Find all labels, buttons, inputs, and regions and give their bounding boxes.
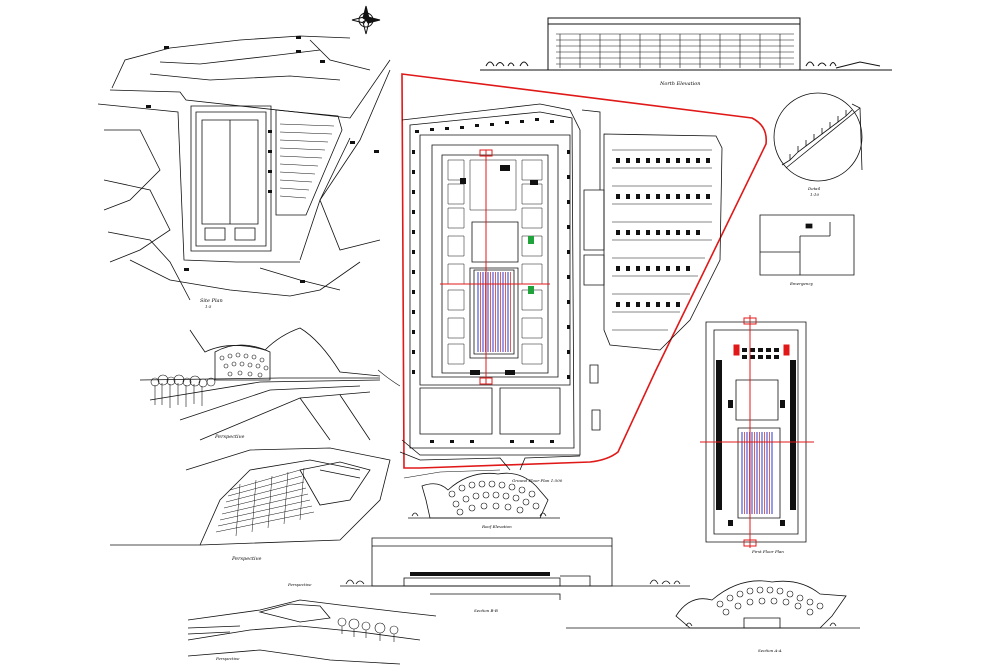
pool-lanes [474,270,514,354]
perspective-1-drawing [140,328,380,440]
north-elevation-drawing [480,18,892,70]
section-markers-first [700,315,814,548]
perspective-4-drawing [188,600,436,664]
perspective-1-caption: Perspective [214,434,244,440]
perspective-2-caption: Perspective [231,556,261,562]
detail-caption: Detail [807,186,821,191]
north-arrow-icon [352,6,380,34]
green-markers [528,236,534,294]
section-aa-drawing [566,581,860,628]
emergency-plan-drawing [760,215,854,275]
ground-floor-caption: Ground Floor Plan 1:500 [512,478,563,483]
parking-lot-drawing [582,110,722,430]
site-boundary [402,74,766,468]
roof-elevation-caption: Roof Elevation [481,524,512,529]
site-plan-caption: Site Plan [200,298,223,304]
emergency-caption: Emergency [789,281,814,286]
section-markers-ground [440,150,550,384]
roof-elevation-drawing [408,473,560,518]
north-elevation-caption: North Elevation [659,81,700,87]
first-floor-pool-lanes [742,432,772,514]
perspective-3-caption: Perspective [287,582,312,587]
ground-plan-extension [378,370,500,478]
first-floor-plan-drawing [706,322,806,542]
site-plan-drawing [98,36,390,300]
ground-floor-plan-drawing [400,104,580,470]
section-drawing [340,538,690,600]
detail-drawing [774,93,862,181]
site-plan-scale: 1:5 [205,304,212,309]
detail-scale: 1:10 [810,192,819,197]
perspective-4-caption: Perspective [215,656,240,661]
section-caption: Section B-B [474,608,498,613]
first-floor-caption: First Floor Plan [751,549,784,554]
section-aa-caption: Section A-A [758,648,782,653]
perspective-2-drawing [110,448,390,545]
